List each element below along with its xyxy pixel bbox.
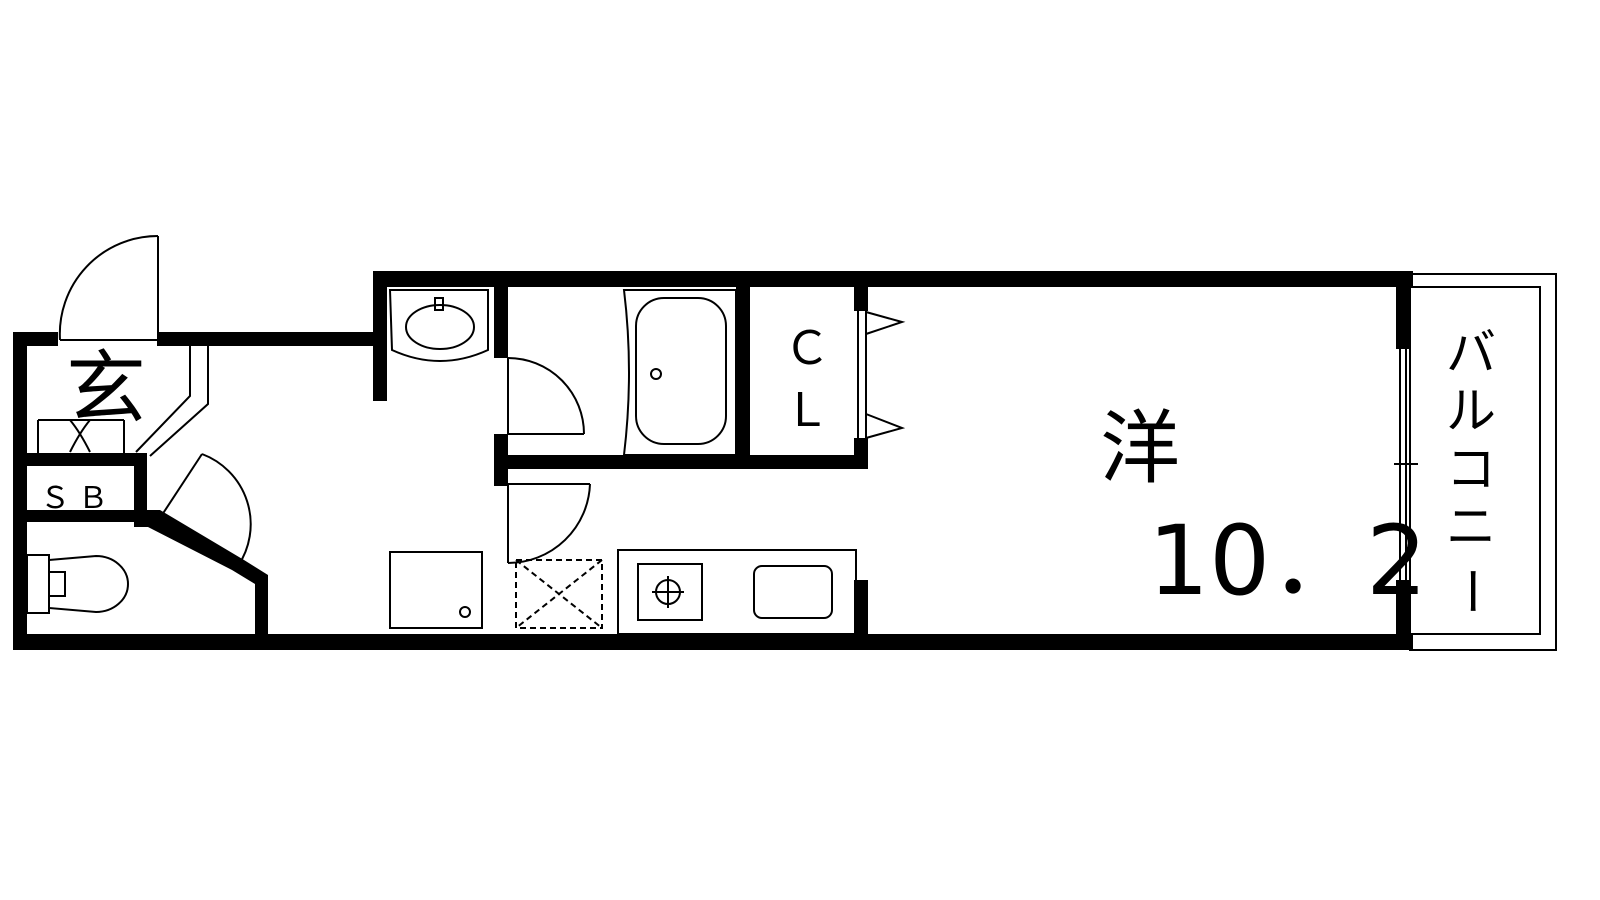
refrigerator-space	[515, 559, 603, 629]
walls	[13, 271, 1413, 650]
kitchen-counter	[617, 549, 857, 635]
shoe-box-label: ＳＢ	[40, 481, 116, 516]
balcony	[1394, 273, 1557, 651]
western-room-label: 洋	[1100, 402, 1180, 495]
balcony-char-5: ー	[1442, 566, 1500, 616]
entrance-partition	[135, 346, 209, 457]
toilet-door[interactable]	[159, 453, 252, 567]
kitchen-door[interactable]	[507, 483, 591, 564]
washbasin	[388, 289, 489, 362]
closet-label-l: Ｌ	[784, 383, 830, 437]
balcony-char-3: コ	[1446, 440, 1496, 498]
balcony-label: バ ル コ ニ ー	[1442, 324, 1500, 616]
toilet	[26, 554, 129, 614]
balcony-char-1: バ	[1446, 324, 1496, 382]
balcony-char-2: ル	[1446, 382, 1496, 440]
closet-label-c: Ｃ	[784, 321, 830, 375]
balcony-char-4: ニ	[1446, 498, 1496, 556]
entrance-door[interactable]	[58, 234, 159, 346]
shoe-box-shelf	[27, 419, 134, 466]
western-room-area: 10．2	[1148, 505, 1427, 617]
washing-machine-space	[389, 551, 483, 629]
bathtub	[622, 289, 737, 456]
washroom-door[interactable]	[507, 357, 585, 435]
closet-doors[interactable]	[857, 311, 906, 439]
entrance-label: 玄	[66, 342, 146, 435]
